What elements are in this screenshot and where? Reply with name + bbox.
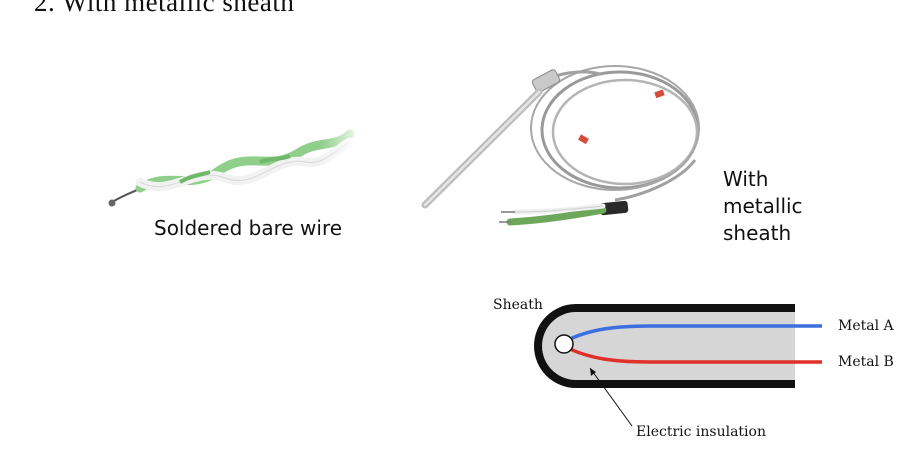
junction-point: [554, 334, 574, 354]
sheath-label: Sheath: [493, 297, 543, 313]
insulation-label: Electric insulation: [636, 424, 766, 440]
insulation-fill: [542, 312, 795, 380]
thermocouple-diagram: [534, 304, 822, 427]
metal-a-wire: [563, 324, 822, 344]
insulation-pointer: [589, 367, 633, 427]
sheath-caption-line-2: metallic: [723, 194, 803, 218]
sheath-caption-line-3: sheath: [723, 221, 792, 245]
metal-b-label: Metal B: [838, 354, 894, 370]
metal-b-wire: [563, 344, 822, 364]
section-heading: 2. With metallic sheath: [34, 0, 295, 17]
sheath-caption: With metallic sheath: [723, 166, 823, 247]
bare-wire-photo: [100, 120, 360, 220]
sheathed-probe-photo: [421, 65, 700, 226]
bare-wire-caption: Soldered bare wire: [154, 216, 343, 240]
metal-a-label: Metal A: [838, 318, 894, 334]
sheath-caption-line-1: With: [723, 167, 769, 191]
